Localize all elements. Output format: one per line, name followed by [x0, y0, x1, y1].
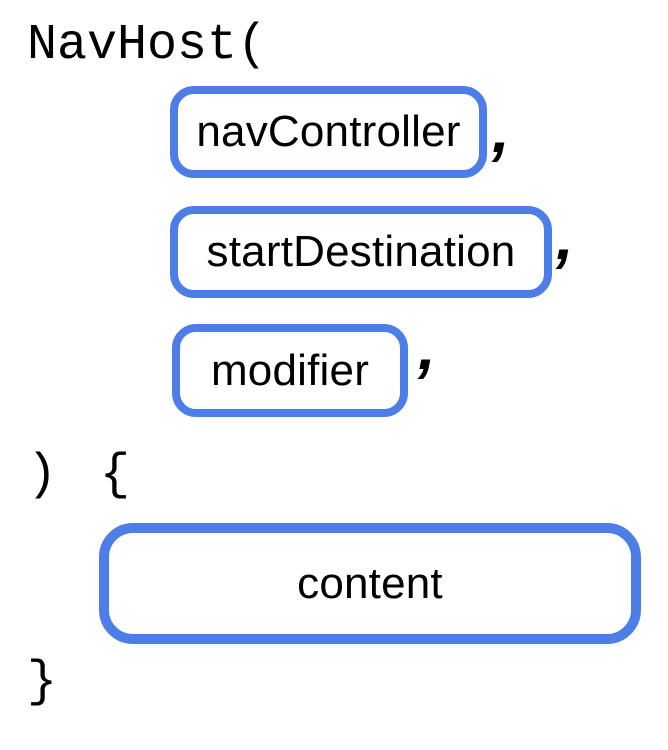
comma-after-navcontroller: ,	[492, 94, 510, 166]
comma-after-startdestination: ,	[556, 201, 574, 273]
open-brace-text: {	[100, 447, 131, 504]
close-paren-text: )	[27, 447, 58, 504]
param-chip-modifier: modifier	[172, 324, 408, 417]
content-lambda-chip: content	[99, 523, 641, 644]
param-chip-navcontroller: navController	[170, 86, 487, 178]
param-label-modifier: modifier	[210, 345, 370, 395]
close-brace-text: }	[27, 654, 58, 711]
param-chip-startdestination: startDestination	[170, 206, 552, 298]
comma-after-modifier: ,	[418, 311, 436, 383]
navhost-function-call-text: NavHost(	[27, 17, 268, 74]
param-label-navcontroller: navController	[196, 107, 461, 156]
param-label-startdestination: startDestination	[206, 227, 516, 276]
content-label: content	[297, 558, 443, 608]
